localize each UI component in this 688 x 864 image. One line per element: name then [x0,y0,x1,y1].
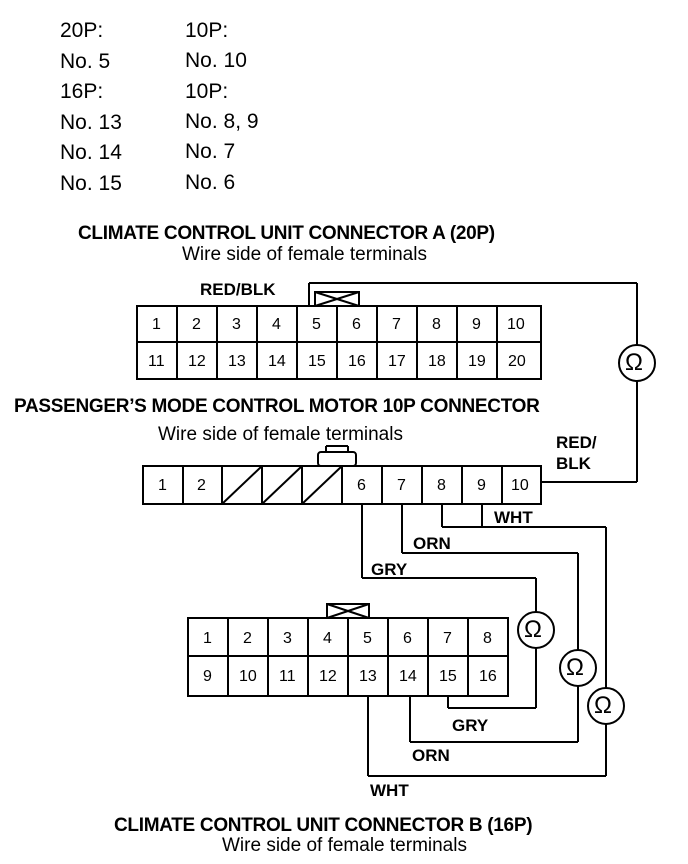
motor-connector-pin: 9 [477,477,486,494]
wire-label-wht-bottom: WHT [370,781,409,800]
motor-connector-subtitle: Wire side of female terminals [158,424,403,445]
ohmmeter-icon: Ω [524,616,542,643]
pin-table-col1-row4: No. 13 [60,111,122,134]
connector-b-pin: 14 [399,668,417,685]
connector-b-pin: 10 [239,668,257,685]
motor-connector-pin: 1 [158,477,167,494]
pin-table-col2-row4: No. 8, 9 [185,110,259,133]
connector-b-pin: 8 [483,630,492,647]
wire-label-red-blk-motor-1: RED/ [556,433,597,452]
connector-b-pin: 4 [323,630,332,647]
pin-table-col1-row1: 20P: [60,19,104,42]
connector-b-subtitle: Wire side of female terminals [222,835,467,856]
connector-a-pin: 3 [232,316,241,333]
connector-b-pin: 5 [363,630,372,647]
connector-a-title: CLIMATE CONTROL UNIT CONNECTOR A (20P) [78,223,495,244]
motor-connector-pin: 6 [357,477,366,494]
connector-b-pin: 1 [203,630,212,647]
connector-a-pin: 19 [468,353,486,370]
connector-a-pin: 6 [352,316,361,333]
ohmmeter-icon: Ω [625,349,643,376]
wire-label-orn-top: ORN [413,534,451,553]
pin-table-col1-row2: No. 5 [60,50,111,73]
connector-b-pin: 3 [283,630,292,647]
connector-a-pin: 2 [192,316,201,333]
pin-table-col2-row2: No. 10 [185,49,247,72]
wire-label-orn-bottom: ORN [412,746,450,765]
connector-a-pin: 9 [472,316,481,333]
pin-table-col1-row5: No. 14 [60,141,122,164]
connector-b-pin: 11 [279,668,296,685]
connector-b-pin: 12 [319,668,337,685]
pin-table-col1-row6: No. 15 [60,172,122,195]
ohmmeter-icon: Ω [594,692,612,719]
ohmmeter-icon: Ω [566,654,584,681]
connector-a-subtitle: Wire side of female terminals [182,244,427,265]
pin-table-col2-row5: No. 7 [185,140,236,163]
connector-b-pin: 15 [439,668,457,685]
connector-a-pin: 7 [392,316,401,333]
connector-a-pin: 10 [507,316,525,333]
pin-table-col2-row3: 10P: [185,80,229,103]
motor-connector-pin: 2 [197,477,206,494]
wire-label-gry-bottom: GRY [452,716,489,735]
connector-a-pin: 14 [268,353,286,370]
connector-a-pin: 13 [228,353,246,370]
connector-a-pin: 20 [508,353,526,370]
connector-a-pin: 4 [272,316,281,333]
wire-label-gry-top: GRY [371,560,408,579]
connector-b-pin: 2 [243,630,252,647]
motor-connector-title: PASSENGER’S MODE CONTROL MOTOR 10P CONNE… [14,396,540,417]
connector-a-pin: 1 [152,316,161,333]
connector-a-pin: 17 [388,353,406,370]
connector-b-title: CLIMATE CONTROL UNIT CONNECTOR B (16P) [114,815,533,836]
pin-table-col1-row3: 16P: [60,80,104,103]
connector-a-pin: 18 [428,353,446,370]
wire-label-wht-top: WHT [494,508,533,527]
connector-b-pin: 7 [443,630,452,647]
motor-connector-pin: 10 [511,477,529,494]
connector-a-pin: 16 [348,353,366,370]
connector-b-pin: 6 [403,630,412,647]
connector-a-pin: 12 [188,353,206,370]
connector-b-pin: 13 [359,668,377,685]
connector-b-pin: 9 [203,668,212,685]
motor-connector-pin: 8 [437,477,446,494]
connector-a-pin: 11 [148,353,165,370]
connector-b-pin: 16 [479,668,497,685]
connector-a-pin: 8 [432,316,441,333]
pin-table-col2-row6: No. 6 [185,171,236,194]
connector-a-pin: 15 [308,353,326,370]
wire-label-red-blk-a: RED/BLK [200,280,276,299]
wire-label-red-blk-motor-2: BLK [556,454,591,473]
connector-a-pin: 5 [312,316,321,333]
motor-connector-pin: 7 [397,477,406,494]
pin-table-col2-row1: 10P: [185,19,229,42]
